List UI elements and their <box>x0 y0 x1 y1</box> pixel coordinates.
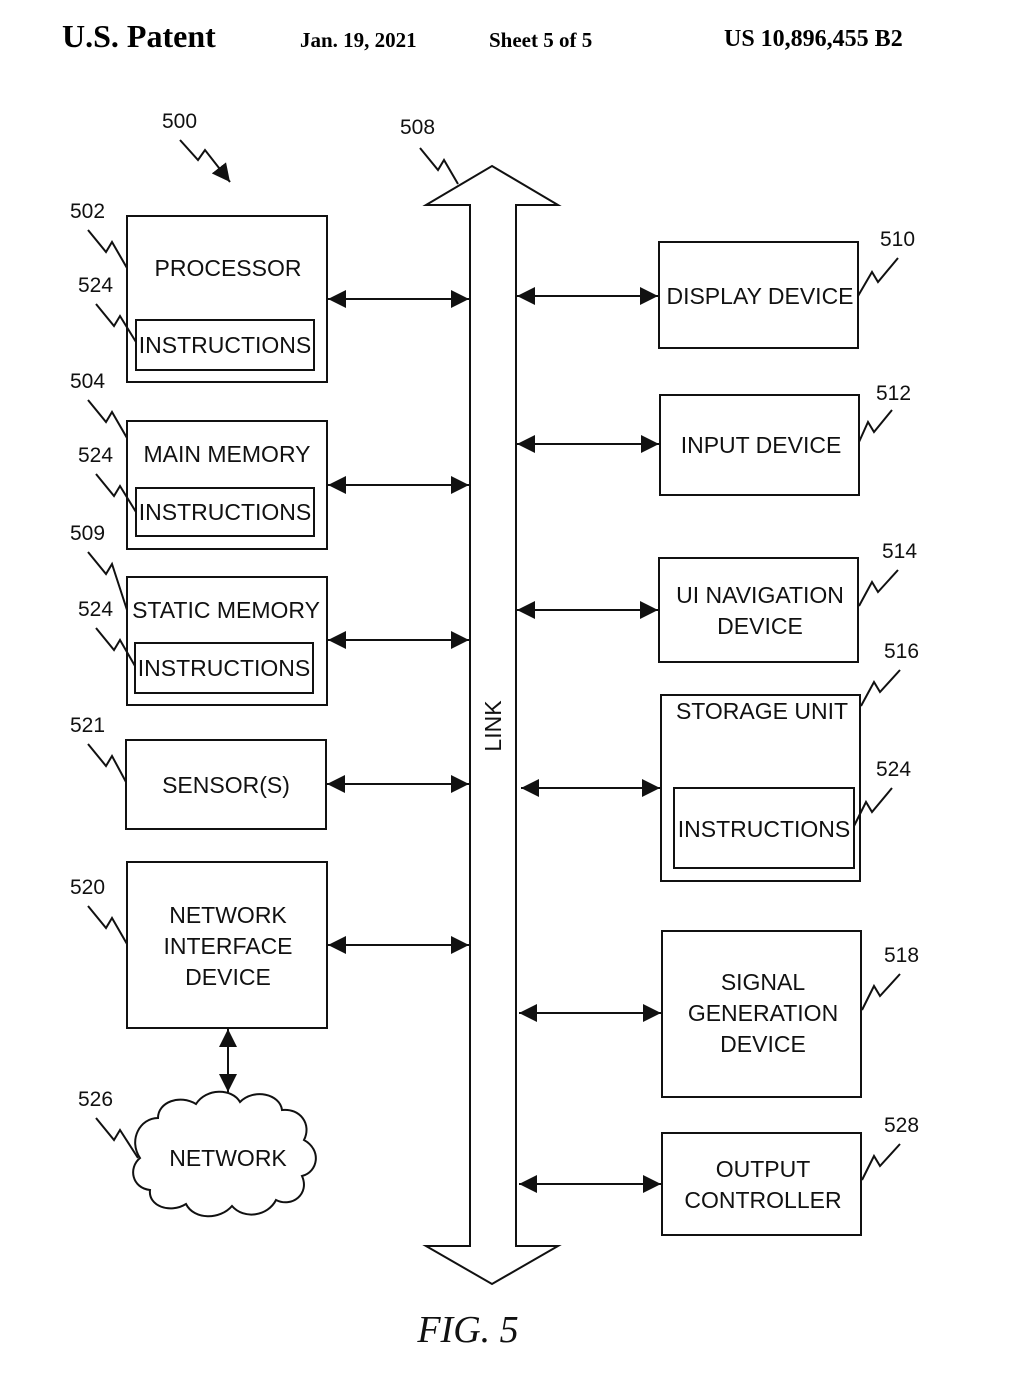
network-interface-label-1: NETWORK <box>169 902 287 928</box>
ref-524-a: 524 <box>78 274 113 297</box>
storage-unit-label: STORAGE UNIT <box>676 698 848 724</box>
processor-label: PROCESSOR <box>155 255 302 281</box>
ref-509: 509 <box>70 522 105 545</box>
system-pointer <box>179 139 231 183</box>
ref-524-b: 524 <box>78 444 113 467</box>
patent-date: Jan. 19, 2021 <box>300 28 417 52</box>
input-device-box <box>659 394 860 496</box>
static-memory-label: STATIC MEMORY <box>132 597 320 623</box>
sheet-number: Sheet 5 of 5 <box>489 28 593 52</box>
leader-509 <box>87 551 128 611</box>
static-memory-instructions-box <box>134 642 314 694</box>
signal-generation-label-1: SIGNAL <box>721 969 806 995</box>
output-controller-label-2: CONTROLLER <box>684 1187 841 1213</box>
ref-521: 521 <box>70 714 105 737</box>
ui-navigation-label-2: DEVICE <box>717 613 803 639</box>
ref-524-c: 524 <box>78 598 113 621</box>
network-interface-label-3: DEVICE <box>185 964 271 990</box>
ref-516: 516 <box>884 640 919 663</box>
sensors-label: SENSOR(S) <box>162 772 290 798</box>
leader-524-d <box>853 787 893 827</box>
ref-512: 512 <box>876 382 911 405</box>
leader-528 <box>861 1143 901 1181</box>
output-controller-box <box>661 1132 862 1236</box>
processor-instructions-box <box>135 319 315 371</box>
storage-instructions-label: INSTRUCTIONS <box>678 816 851 842</box>
ref-528: 528 <box>884 1114 919 1137</box>
ref-510: 510 <box>880 228 915 251</box>
main-memory-label: MAIN MEMORY <box>144 441 311 467</box>
leader-514 <box>858 569 899 607</box>
leader-518 <box>861 973 901 1011</box>
network-cloud <box>132 1090 317 1218</box>
main-memory-instructions-box <box>135 487 315 537</box>
signal-generation-label-3: DEVICE <box>720 1031 806 1057</box>
ui-navigation-box <box>658 557 859 663</box>
leader-520 <box>87 905 128 945</box>
patent-number: US 10,896,455 B2 <box>724 26 903 52</box>
ref-524-d: 524 <box>876 758 911 781</box>
leader-512 <box>858 409 893 443</box>
storage-instructions-box <box>673 787 855 869</box>
ref-508: 508 <box>400 116 435 139</box>
output-controller-label-1: OUTPUT <box>716 1156 811 1182</box>
link-bus <box>422 164 562 1286</box>
processor-instructions-label: INSTRUCTIONS <box>139 332 312 358</box>
figure-label: FIG. 5 <box>416 1309 518 1351</box>
main-memory-instructions-label: INSTRUCTIONS <box>139 499 312 525</box>
ref-514: 514 <box>882 540 917 563</box>
input-device-label: INPUT DEVICE <box>681 432 842 458</box>
patent-title: U.S. Patent <box>62 18 216 54</box>
signal-generation-label-2: GENERATION <box>688 1000 838 1026</box>
ref-502: 502 <box>70 200 105 223</box>
network-interface-label-2: INTERFACE <box>163 933 292 959</box>
display-device-label: DISPLAY DEVICE <box>666 283 853 309</box>
leader-524-c <box>95 627 136 667</box>
ref-500: 500 <box>162 110 197 133</box>
ref-504: 504 <box>70 370 105 393</box>
network-interface-box <box>126 861 328 1029</box>
leader-524-b <box>95 473 137 513</box>
leader-516 <box>860 669 901 707</box>
leader-526 <box>95 1117 139 1159</box>
signal-generation-box <box>661 930 862 1098</box>
leader-510 <box>857 257 899 297</box>
leader-508 <box>419 147 459 185</box>
ref-526: 526 <box>78 1088 113 1111</box>
leader-521 <box>87 743 127 783</box>
ui-navigation-label-1: UI NAVIGATION <box>676 582 844 608</box>
network-label: NETWORK <box>169 1145 287 1171</box>
static-memory-instructions-label: INSTRUCTIONS <box>138 655 311 681</box>
sensors-box <box>125 739 327 830</box>
link-label: LINK <box>480 700 506 752</box>
display-device-box <box>658 241 859 349</box>
leader-524-a <box>95 303 137 343</box>
ref-518: 518 <box>884 944 919 967</box>
leader-504 <box>87 399 128 439</box>
leader-502 <box>87 229 128 269</box>
ref-520: 520 <box>70 876 105 899</box>
